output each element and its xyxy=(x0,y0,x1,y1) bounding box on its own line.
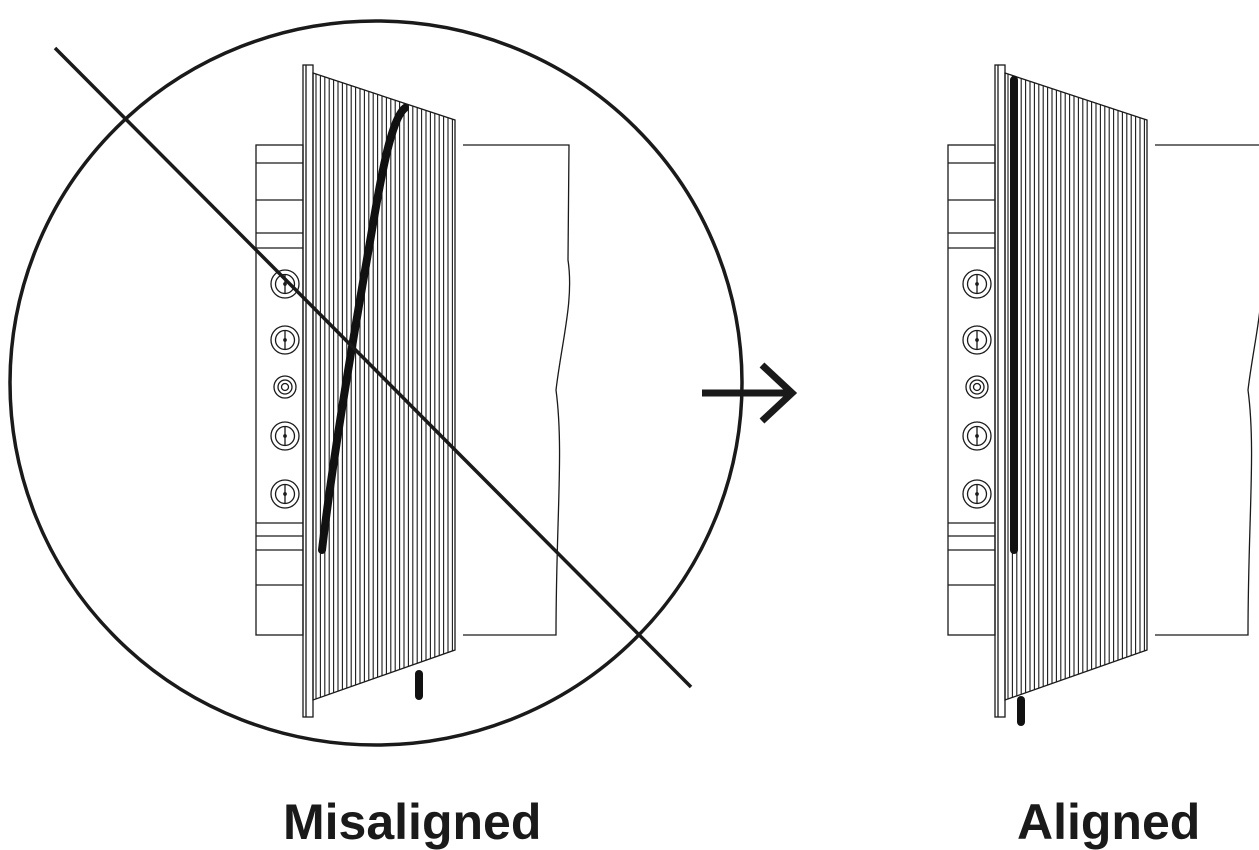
front-plate xyxy=(302,64,314,718)
connector-icon xyxy=(270,325,300,355)
connector-icon xyxy=(962,269,992,299)
prohibition-circle-icon xyxy=(8,19,744,747)
connector-icon xyxy=(270,479,300,509)
aligned-unit-illustration xyxy=(947,64,1259,718)
aligned-caption: Aligned xyxy=(1017,794,1201,850)
heatsink-fins xyxy=(1007,73,1145,699)
connector-icon xyxy=(962,421,992,451)
connector-icon xyxy=(962,479,992,509)
connector-icon xyxy=(273,375,297,399)
misaligned-cable xyxy=(318,104,409,554)
device-body xyxy=(463,144,571,636)
arrow-right-icon xyxy=(702,362,798,424)
connector-icon xyxy=(962,325,992,355)
misaligned-unit-illustration xyxy=(255,64,571,718)
connector-icon xyxy=(965,375,989,399)
front-plate xyxy=(994,64,1006,718)
heatsink-outline xyxy=(1004,72,1148,701)
misaligned-caption: Misaligned xyxy=(283,794,542,850)
heatsink-outline xyxy=(312,72,456,701)
connector-icon xyxy=(270,421,300,451)
device-body xyxy=(1155,144,1259,636)
connector-icon xyxy=(270,269,300,299)
